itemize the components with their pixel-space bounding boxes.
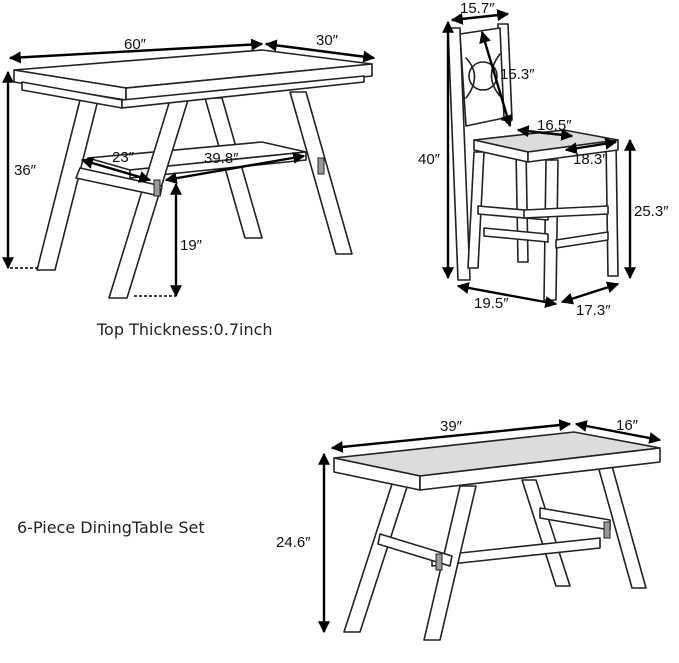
chair-base-depth-label: 17.3″ [576,302,611,319]
shelf-depth-label: 23″ [112,149,135,166]
table-dimension-lines [2,38,376,298]
chair-seat-depth-label: 18.3″ [573,151,608,168]
top-thickness-caption: Top Thickness:0.7inch [97,320,273,339]
shelf-length-label: 39.8″ [204,150,239,167]
bench-height-label: 24.6″ [276,534,311,551]
table-length-label: 60″ [124,36,147,53]
chair-total-height-label: 40″ [418,151,441,168]
clearance-label: 19″ [180,237,203,254]
chair-base-width-label: 19.5″ [474,295,509,312]
chair-back-height-label: 15.3″ [500,66,535,83]
bench-length-label: 39″ [440,418,463,435]
bench-depth-label: 16″ [616,417,639,434]
table-height-label: 36″ [14,162,37,179]
table-drawing [13,49,373,299]
bench-dimension-lines [318,419,662,634]
set-name-caption: 6-Piece DiningTable Set [17,518,205,537]
table-depth-label: 30″ [316,32,339,49]
chair-back-width-label: 15.7″ [460,0,495,17]
bench-drawing [333,431,661,641]
chair-seat-width-label: 16.5″ [537,117,572,134]
chair-seat-height-label: 25.3″ [634,203,669,220]
chair-dimension-lines [442,9,636,308]
